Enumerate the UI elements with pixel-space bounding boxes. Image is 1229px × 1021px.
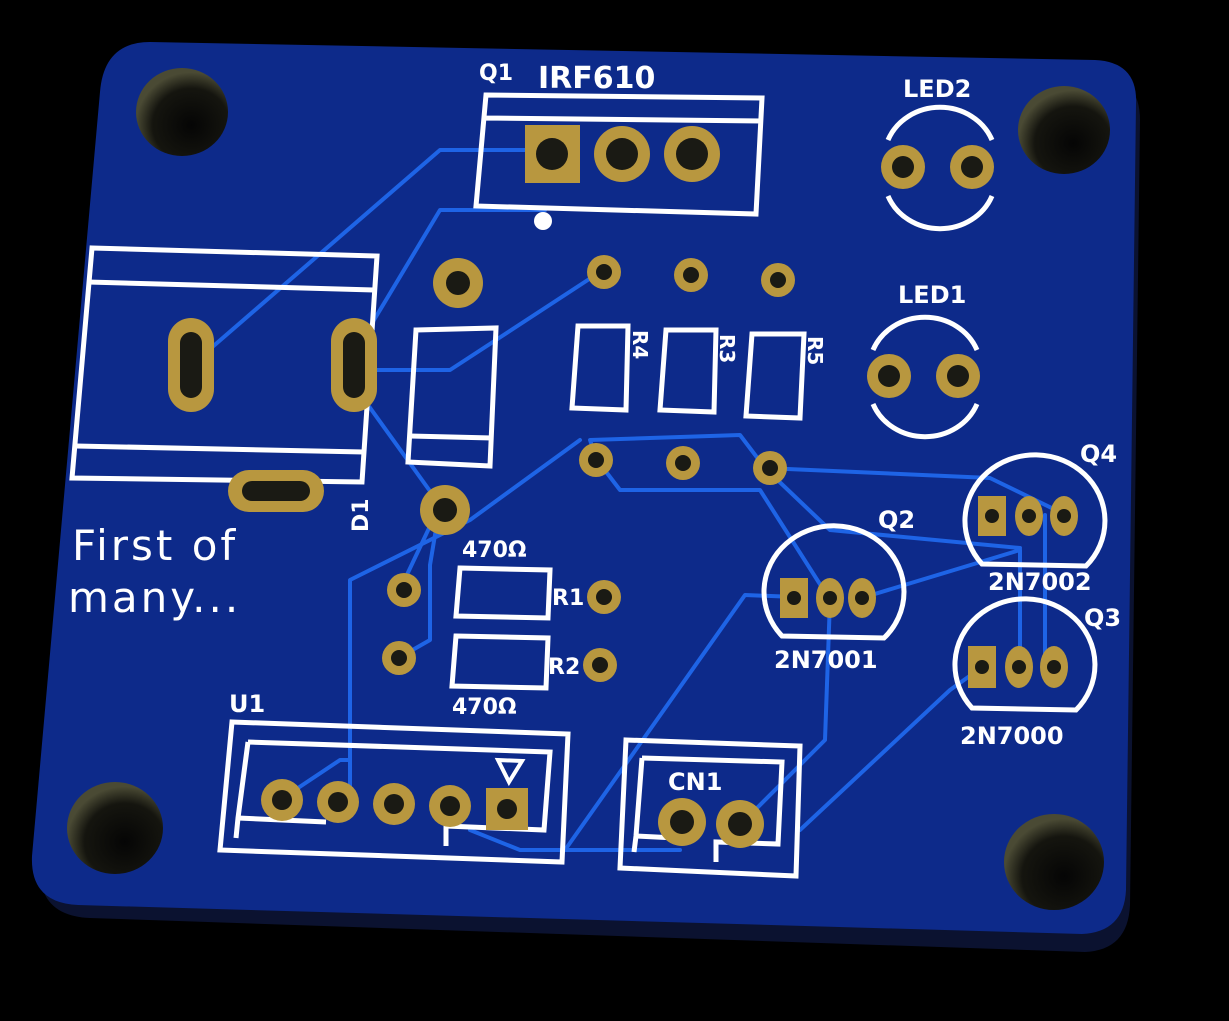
- q3-value-label: 2N7000: [960, 722, 1064, 750]
- q4-value-label: 2N7002: [988, 568, 1092, 596]
- q2-ref-label: Q2: [878, 506, 915, 534]
- power-connector-footprint: [69, 245, 380, 485]
- u1-pads: [261, 779, 528, 830]
- power-connector-pads: [168, 318, 377, 512]
- r1-r2-footprints: [449, 565, 553, 691]
- q3-ref-label: Q3: [1084, 604, 1121, 632]
- resistor-pads-top: [587, 255, 795, 297]
- q4-ref-label: Q4: [1080, 440, 1117, 468]
- r4-ref-label: R4: [628, 330, 652, 359]
- q1-footprint: [473, 92, 765, 230]
- d1-pads: [420, 258, 483, 535]
- r1-value-label: 470Ω: [462, 538, 527, 563]
- resistor-pads-bottom: [579, 443, 787, 485]
- q1-value-label: IRF610: [538, 61, 655, 96]
- q3-footprint: [952, 596, 1098, 713]
- board-tagline-line1: First of: [72, 521, 238, 570]
- r2-value-label: 470Ω: [452, 695, 517, 720]
- r1-r2-pads: [382, 573, 621, 682]
- led2-ref-label: LED2: [903, 75, 971, 103]
- d1-ref-label: D1: [349, 498, 374, 532]
- q4-footprint: [962, 452, 1108, 569]
- board-tagline-line2: many...: [68, 573, 241, 622]
- r2-ref-label: R2: [548, 655, 580, 680]
- pin1-marker-icon: [494, 757, 526, 787]
- r3-r4-r5-footprints: [569, 323, 807, 421]
- q2-pads: [780, 578, 876, 618]
- r1-ref-label: R1: [552, 586, 584, 611]
- q3-pads: [968, 646, 1068, 688]
- led2-footprint: [885, 104, 995, 232]
- cn1-pads: [658, 798, 764, 848]
- r5-ref-label: R5: [803, 336, 827, 365]
- r3-ref-label: R3: [715, 334, 739, 363]
- cn1-ref-label: CN1: [668, 768, 722, 796]
- led1-footprint: [870, 314, 980, 440]
- q2-value-label: 2N7001: [774, 646, 878, 674]
- led1-ref-label: LED1: [898, 281, 966, 309]
- q4-pads: [978, 496, 1078, 536]
- q1-ref-label: Q1: [479, 61, 513, 86]
- u1-ref-label: U1: [229, 690, 265, 718]
- q2-footprint: [761, 523, 907, 641]
- led2-pads: [881, 145, 994, 189]
- led1-pads: [867, 354, 980, 398]
- d1-footprint: [405, 325, 499, 469]
- mounting-hole-icon: [67, 68, 1110, 910]
